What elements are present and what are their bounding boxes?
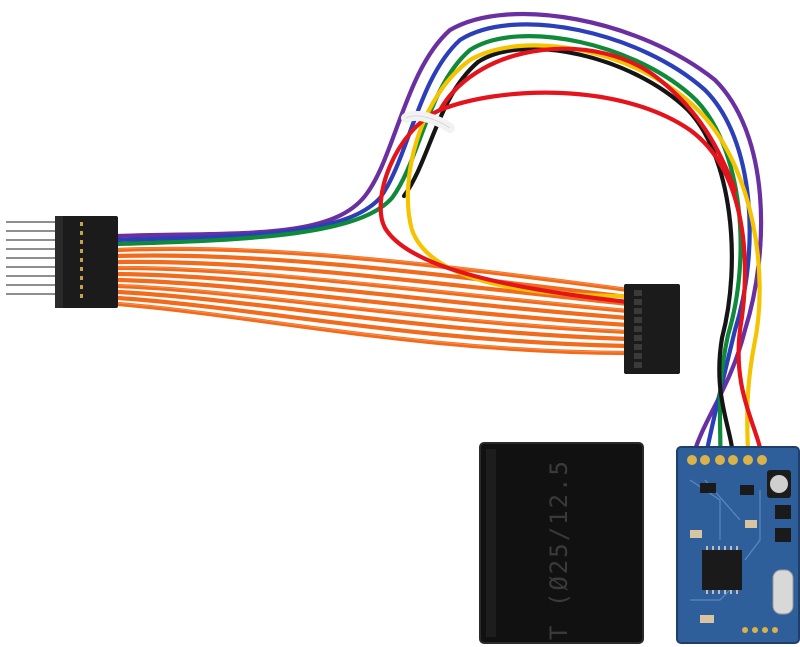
crystal-oscillator — [772, 569, 794, 615]
header-pins — [6, 221, 58, 295]
sleeve-print: T (Ø25/12.5 — [545, 459, 573, 640]
pcb-wire-pads — [687, 455, 767, 465]
heat-shrink-sleeve: T (Ø25/12.5 — [479, 442, 644, 644]
pcb-bottom-pads — [742, 627, 778, 633]
wire-purple — [115, 11, 764, 463]
orange-ribbon-cable — [115, 246, 631, 356]
right-connector — [624, 284, 680, 374]
wire-red-upper-loop — [437, 46, 738, 193]
wire-red — [378, 90, 765, 463]
color-wire-harness — [115, 11, 765, 463]
ribbon-highlights — [117, 247, 629, 353]
left-connector — [55, 216, 118, 308]
pcb-module — [676, 446, 800, 644]
wire-green — [115, 34, 743, 463]
microcontroller-chip — [702, 550, 742, 590]
cable-tie — [401, 110, 455, 133]
wire-blue — [115, 22, 752, 463]
